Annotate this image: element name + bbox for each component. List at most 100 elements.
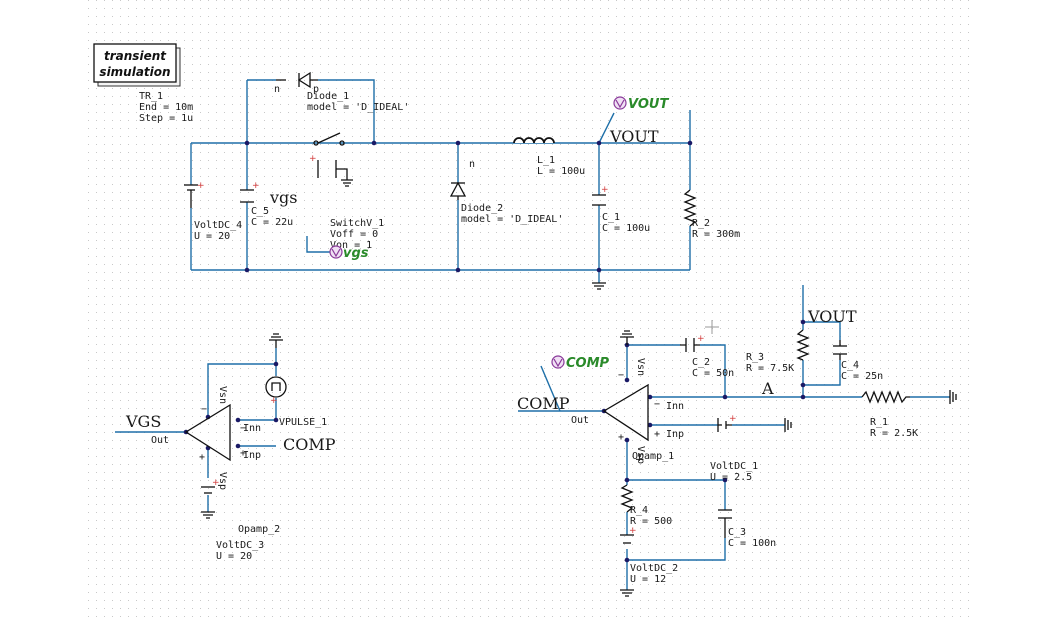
voltdc-2-name: VoltDC_2: [630, 563, 678, 574]
net-label-comp-right: COMP: [517, 394, 570, 413]
cap-5-symbol[interactable]: [240, 189, 254, 203]
cap-1-symbol[interactable]: [592, 194, 606, 206]
net-label-VGS: VGS: [125, 412, 161, 431]
resistor-4-symbol[interactable]: [620, 484, 634, 513]
vout-probe-label: VOUT: [628, 97, 669, 112]
cap-2-name: C_2: [692, 357, 710, 368]
sim-end: End = 10m: [139, 102, 193, 113]
comp-probe-icon[interactable]: [551, 355, 565, 369]
resistor-1-name: R_1: [870, 417, 888, 428]
opamp1-wires: [518, 285, 950, 590]
svg-text:+: +: [309, 154, 317, 164]
diode-2-model: model = 'D_IDEAL': [461, 214, 563, 225]
switch-name: SwitchV_1: [330, 218, 384, 229]
voltdc-2-symbol[interactable]: [620, 534, 634, 544]
opamp1-vsn: Vsn: [635, 358, 646, 376]
diode-1-p-pin: p: [313, 84, 319, 95]
svg-text:−: −: [654, 399, 660, 410]
diode-1-name: Diode_1: [307, 91, 349, 102]
voltdc-2-value: U = 12: [630, 574, 666, 585]
cap-3-name: C_3: [728, 527, 746, 538]
opamp1-inn: Inn: [666, 401, 684, 412]
svg-text:+: +: [629, 526, 637, 536]
ground-voltdc2-icon: [620, 589, 634, 597]
inductor-1-value: L = 100u: [537, 166, 585, 177]
cap-1-value: C = 100u: [602, 223, 650, 234]
power-stage-nodes: [244, 140, 693, 273]
opamp1-triangle[interactable]: [602, 383, 649, 442]
opamp2-inn: Inn: [243, 423, 261, 434]
svg-text:+: +: [199, 452, 205, 463]
resistor-4-name: R_4: [630, 505, 648, 516]
switch-symbol[interactable]: [313, 132, 353, 187]
voltdc-1-name: VoltDC_1: [710, 461, 758, 472]
crosshair-cursor: [705, 320, 719, 334]
net-label-vout-bottom: VOUT: [807, 307, 857, 326]
resistor-2-value: R = 300m: [692, 229, 740, 240]
voltdc-1-value: U = 2.5: [710, 472, 752, 483]
cap-3-symbol[interactable]: [718, 509, 732, 538]
diode-1-model: model = 'D_IDEAL': [307, 102, 409, 113]
svg-text:+: +: [697, 334, 705, 344]
voltdc-1-symbol[interactable]: [717, 418, 732, 432]
diode-2-symbol[interactable]: [449, 181, 467, 200]
sim-badge-line2: simulation: [99, 65, 170, 79]
svg-text:+: +: [270, 396, 278, 406]
diode-1-symbol[interactable]: [276, 71, 318, 89]
ground-opamp2-bottom-icon: [201, 511, 215, 519]
voltdc-4-name: VoltDC_4: [194, 220, 242, 231]
inductor-1-name: L_1: [537, 155, 555, 166]
cap-1-name: C_1: [602, 212, 620, 223]
resistor-3-value: R = 7.5K: [746, 363, 794, 374]
opamp2-name: Opamp_2: [238, 524, 280, 535]
sim-badge-line1: transient: [104, 49, 167, 63]
vpulse-1-name: VPULSE_1: [279, 417, 327, 428]
net-label-a: A: [761, 379, 774, 398]
svg-text:+: +: [729, 414, 737, 424]
voltdc-4-symbol[interactable]: [184, 184, 198, 208]
sim-badge[interactable]: transient simulation: [93, 43, 181, 87]
opamp1-out: Out: [571, 415, 589, 426]
resistor-2-name: R_2: [692, 218, 710, 229]
resistor-3-name: R_3: [746, 352, 764, 363]
voltdc-3-symbol[interactable]: [201, 486, 215, 494]
voltdc-3-name: VoltDC_3: [216, 540, 264, 551]
cap-4-name: C_4: [841, 360, 859, 371]
vgs-probe-icon[interactable]: [329, 245, 343, 259]
sim-name: TR_1: [139, 91, 163, 102]
net-label-vout-top: VOUT: [609, 127, 659, 146]
svg-text:+: +: [197, 181, 205, 191]
diode-2-n-pin: n: [469, 159, 475, 170]
svg-text:+: +: [601, 185, 609, 195]
resistor-4-value: R = 500: [630, 516, 672, 527]
ground-c1-icon: [592, 282, 606, 290]
switch-voff: Voff = 0: [330, 229, 378, 240]
opamp2-out: Out: [151, 435, 169, 446]
svg-text:+: +: [654, 429, 660, 440]
diode-1-n-pin: n: [274, 84, 280, 95]
cap-2-symbol[interactable]: [680, 338, 700, 352]
comp-probe-label: COMP: [566, 356, 610, 371]
sim-step: Step = 1u: [139, 113, 193, 124]
cap-4-symbol[interactable]: [833, 340, 847, 360]
resistor-2-symbol[interactable]: [683, 189, 697, 227]
vpulse-1-symbol[interactable]: [265, 376, 287, 398]
svg-text:+: +: [212, 478, 220, 488]
cap-4-value: C = 25n: [841, 371, 883, 382]
voltdc-4-value: U = 20: [194, 231, 230, 242]
ground-opamp1-top-icon: [620, 330, 634, 345]
resistor-1-symbol[interactable]: [861, 390, 910, 404]
resistor-3-symbol[interactable]: [796, 329, 810, 361]
opamp2-triangle[interactable]: [184, 403, 231, 462]
svg-text:+: +: [240, 448, 246, 459]
inductor-1-symbol[interactable]: [513, 137, 555, 144]
opamp1-name: Opamp_1: [632, 451, 674, 462]
svg-text:−: −: [240, 423, 246, 434]
cap-5-value: C = 22u: [251, 217, 293, 228]
svg-text:+: +: [252, 181, 260, 191]
svg-text:+: +: [618, 432, 624, 443]
cap-2-value: C = 50n: [692, 368, 734, 379]
diode-2-name: Diode_2: [461, 203, 503, 214]
vout-probe-icon[interactable]: [613, 96, 627, 110]
